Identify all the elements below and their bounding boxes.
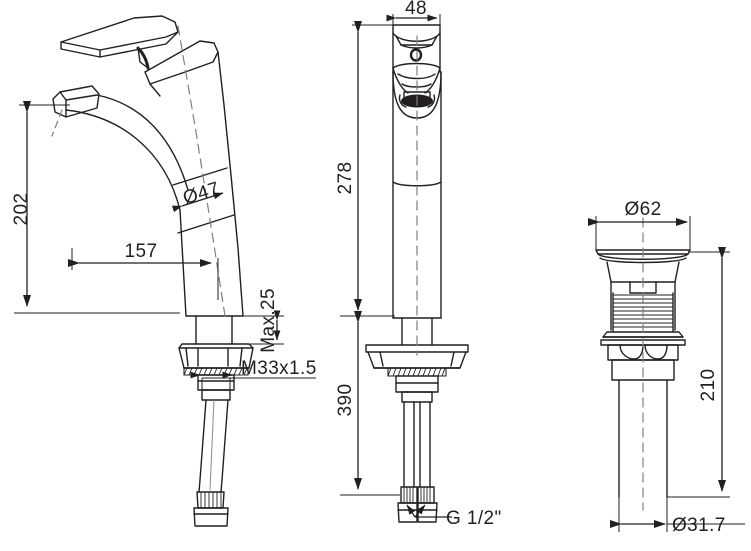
dimensions-waste-view [588,216,745,532]
dim-waste-flange-diameter: Ø62 [624,199,661,220]
dimensions-front-view [340,14,452,518]
dim-overall-height: 278 [335,162,356,195]
dim-hose-length: 390 [335,384,356,417]
dim-supply-thread: G 1/2" [446,508,502,529]
dim-max-deck-thickness: Max.25 [258,288,279,353]
dim-mounting-thread: M33x1.5 [241,358,317,379]
view-side-elevation [51,15,254,527]
dim-body-width: 48 [405,0,427,19]
dim-waste-height: 210 [698,369,719,402]
dim-spout-reach: 157 [125,241,158,262]
dim-body-diameter: Ø47 [181,178,223,209]
dimensions-side-view [14,101,316,390]
dim-spout-height: 202 [11,193,32,226]
view-pop-up-waste [595,217,691,511]
dim-waste-tail-diameter: Ø31.7 [672,515,726,536]
view-front-elevation [365,24,469,523]
